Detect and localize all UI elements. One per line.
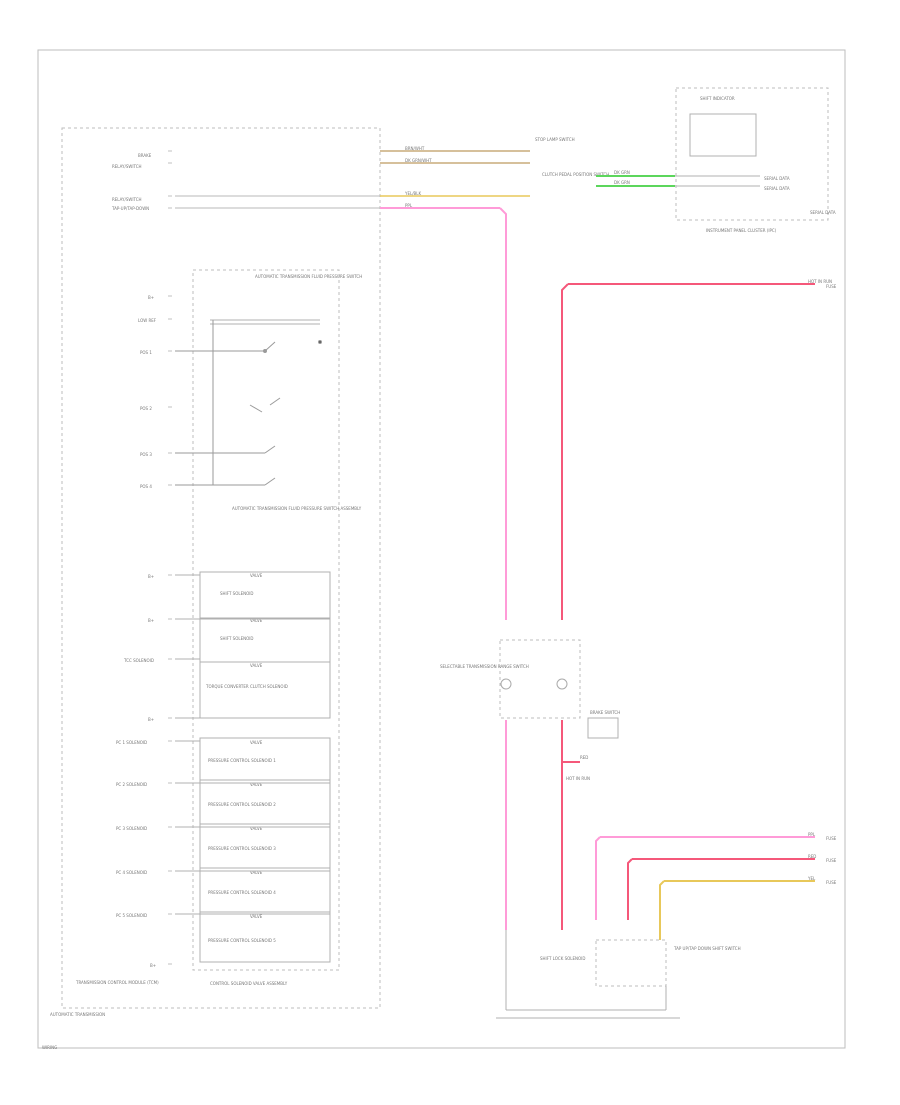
solenoid-name-6: PRESSURE CONTROL SOLENOID 4 bbox=[208, 890, 276, 895]
range-switch-right-contact bbox=[556, 678, 568, 690]
wire-label-w2: DK GRN/WHT bbox=[405, 158, 432, 163]
tap-shift-switch-box bbox=[595, 939, 667, 987]
pressure-switch-contacts bbox=[175, 320, 322, 486]
right-label-r6: HOT IN RUN bbox=[808, 279, 832, 284]
cluster-inner-box bbox=[689, 113, 757, 157]
left-label-s10: B+ bbox=[148, 717, 154, 722]
left-label-s14: PC 4 SOLENOID bbox=[116, 870, 147, 875]
outer-frame bbox=[37, 49, 846, 1049]
right-label-r2: CLUTCH PEDAL POSITION SWITCH bbox=[542, 172, 609, 177]
right-label-r10: SHIFT LOCK SOLENOID bbox=[540, 956, 585, 961]
left-label-a: BRAKE bbox=[138, 153, 152, 158]
right-label-r8: BRAKE SWITCH bbox=[590, 710, 620, 715]
right-lower-wires bbox=[595, 836, 815, 940]
right-label-r15: FUSE bbox=[826, 880, 837, 885]
range-switch-box bbox=[499, 639, 581, 719]
ground-bus bbox=[496, 930, 680, 1019]
brake-switch-box bbox=[587, 717, 619, 739]
tcm-label: TRANSMISSION CONTROL MODULE (TCM) bbox=[75, 980, 159, 985]
left-label-b: RELAY/SWITCH bbox=[112, 164, 142, 169]
solenoid-name-5: PRESSURE CONTROL SOLENOID 3 bbox=[208, 846, 276, 851]
solenoid-name-1: SHIFT SOLENOID bbox=[220, 636, 254, 641]
solenoid-name-2: TORQUE CONVERTER CLUTCH SOLENOID bbox=[205, 684, 288, 689]
solenoid-valve-1: VALVE bbox=[250, 618, 263, 623]
solenoid-valve-7: VALVE bbox=[250, 914, 263, 919]
right-label-r14: FUSE bbox=[826, 858, 837, 863]
left-label-s11: PC 1 SOLENOID bbox=[116, 740, 147, 745]
right-label-r7: SELECTABLE TRANSMISSION RANGE SWITCH bbox=[440, 664, 529, 669]
left-label-s13: PC 3 SOLENOID bbox=[116, 826, 147, 831]
wire-label-w3: YEL/BLK bbox=[404, 191, 422, 196]
left-label-s15: PC 5 SOLENOID bbox=[116, 913, 147, 918]
pressure-switch-top-label: AUTOMATIC TRANSMISSION FLUID PRESSURE SW… bbox=[255, 274, 362, 279]
wire-label-w10: YEL bbox=[807, 876, 816, 881]
solenoid-name-0: SHIFT SOLENOID bbox=[220, 591, 254, 596]
left-label-s2: LOW REF bbox=[138, 318, 157, 323]
solenoid-name-7: PRESSURE CONTROL SOLENOID 5 bbox=[208, 938, 276, 943]
left-label-s12: PC 2 SOLENOID bbox=[116, 782, 147, 787]
wire-label-w7: RED bbox=[580, 755, 588, 760]
right-label-r5: SERIAL DATA bbox=[810, 210, 836, 215]
left-label-s3: POS 1 bbox=[140, 350, 152, 355]
left-label-s4: POS 2 bbox=[140, 406, 152, 411]
left-pin-ticks bbox=[168, 150, 172, 965]
red-wire bbox=[561, 283, 815, 620]
solenoid-valve-0: VALVE bbox=[250, 573, 263, 578]
left-label-c: RELAY/SWITCH bbox=[112, 197, 142, 202]
cluster-label: INSTRUMENT PANEL CLUSTER (IPC) bbox=[706, 228, 777, 233]
wire-label-w9: RED bbox=[808, 854, 816, 859]
cluster-inner-label: SHIFT INDICATOR bbox=[700, 96, 735, 101]
solenoid-labels: VALVE SHIFT SOLENOID VALVE SHIFT SOLENOI… bbox=[205, 573, 288, 943]
solenoid-body-box bbox=[192, 269, 340, 971]
solenoid-body-label: CONTROL SOLENOID VALVE ASSEMBLY bbox=[210, 981, 288, 986]
left-label-s1: B+ bbox=[148, 295, 154, 300]
solenoid-valve-3: VALVE bbox=[250, 740, 263, 745]
cluster-green-wires bbox=[596, 175, 760, 187]
cluster-box bbox=[675, 87, 829, 221]
solenoid-valve-4: VALVE bbox=[250, 782, 263, 787]
top-wires bbox=[175, 150, 530, 620]
left-label-s8: B+ bbox=[148, 618, 154, 623]
right-label-r1: STOP LAMP SWITCH bbox=[535, 137, 575, 142]
right-label-r13: FUSE bbox=[826, 836, 837, 841]
solenoid-feed-lines bbox=[175, 574, 330, 915]
wire-label-w5: DK GRN bbox=[614, 170, 630, 175]
footer-code: WIRING bbox=[42, 1045, 57, 1050]
solenoid-name-3: PRESSURE CONTROL SOLENOID 1 bbox=[208, 758, 276, 763]
left-label-s7: B+ bbox=[148, 574, 154, 579]
right-label-r3: SERIAL DATA bbox=[764, 176, 790, 181]
right-label-r12: FUSE bbox=[826, 284, 837, 289]
wire-label-w6: DK GRN bbox=[614, 180, 630, 185]
left-label-s5: POS 3 bbox=[140, 452, 152, 457]
pressure-switch-bottom-label: AUTOMATIC TRANSMISSION FLUID PRESSURE SW… bbox=[232, 506, 362, 511]
tcm-module-box bbox=[61, 127, 381, 1009]
solenoid-valve-2: VALVE bbox=[250, 663, 263, 668]
left-label-s9: TCC SOLENOID bbox=[123, 658, 154, 663]
auto-trans-label: AUTOMATIC TRANSMISSION bbox=[50, 1012, 105, 1017]
wire-label-w4: PPL bbox=[405, 203, 413, 208]
wire-label-w1: BRN/WHT bbox=[405, 146, 425, 151]
right-label-r9: HOT IN RUN bbox=[566, 776, 590, 781]
range-switch-left-contact bbox=[500, 678, 512, 690]
right-label-r4: SERIAL DATA bbox=[764, 186, 790, 191]
left-label-d: TAP-UP/TAP-DOWN bbox=[111, 206, 149, 211]
solenoid-valve-6: VALVE bbox=[250, 870, 263, 875]
left-label-s16: B+ bbox=[150, 963, 156, 968]
solenoid-name-4: PRESSURE CONTROL SOLENOID 2 bbox=[208, 802, 276, 807]
left-label-s6: POS 4 bbox=[140, 484, 152, 489]
solenoid-stack bbox=[199, 571, 331, 963]
solenoid-valve-5: VALVE bbox=[250, 826, 263, 831]
wire-label-w8: PPL bbox=[808, 832, 816, 837]
right-label-r11: TAP UP/TAP DOWN SHIFT SWITCH bbox=[673, 946, 741, 951]
lower-wires bbox=[505, 720, 580, 930]
